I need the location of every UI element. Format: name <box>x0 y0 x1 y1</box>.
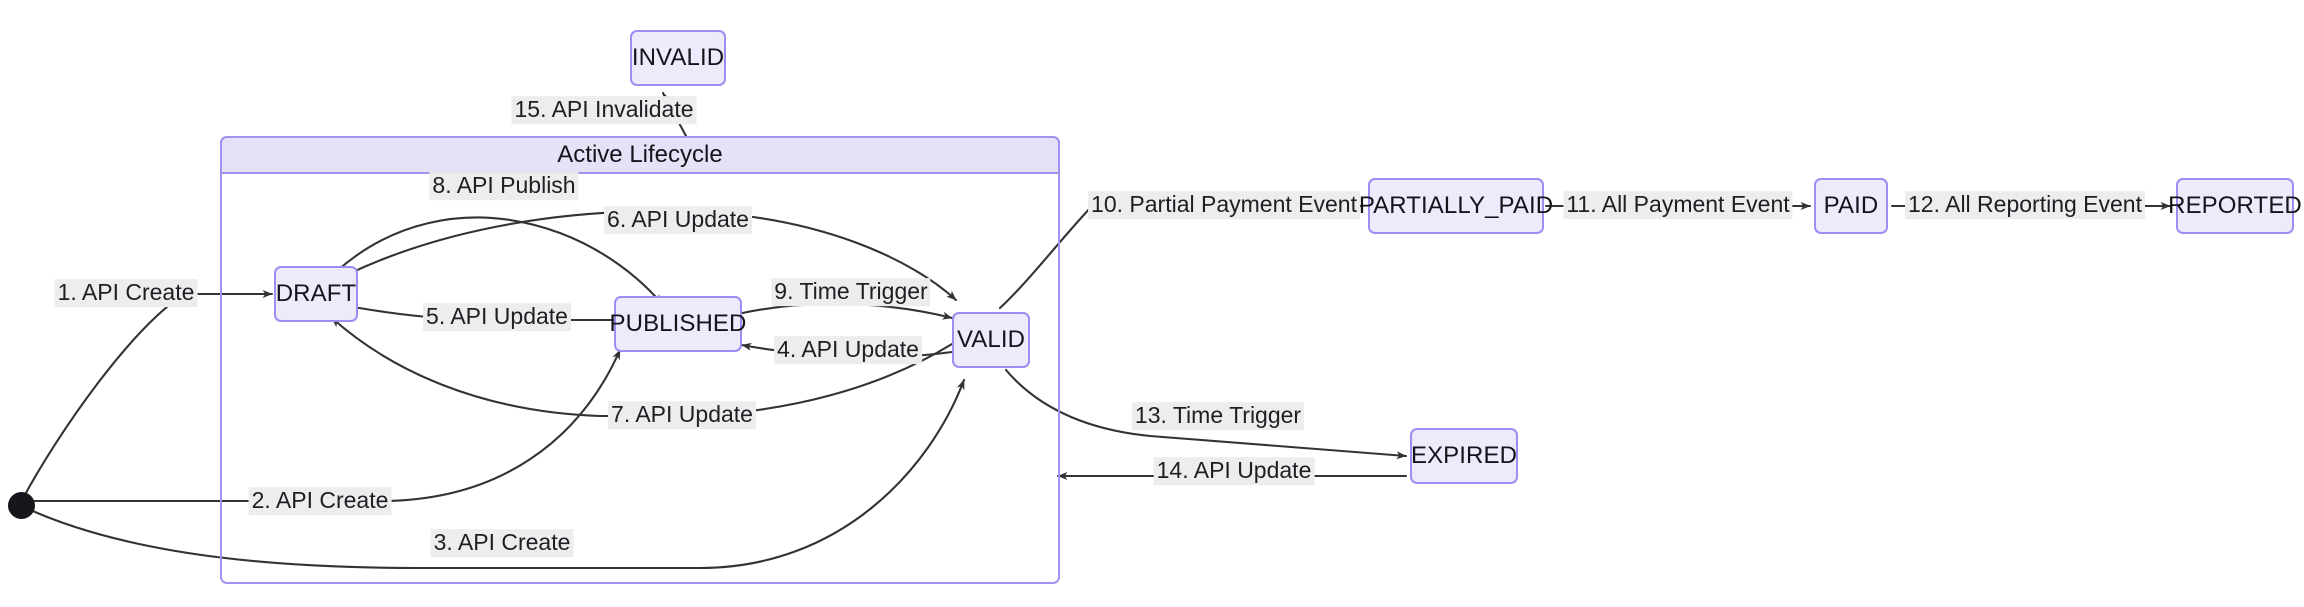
state-node-published-label: PUBLISHED <box>609 310 747 337</box>
state-node-reported-label: REPORTED <box>2168 192 2302 219</box>
edge-2 <box>24 348 622 503</box>
state-node-partially-paid-label: PARTIALLY_PAID <box>1358 192 1554 219</box>
edge-label-10: 10. Partial Payment Event <box>1088 191 1360 219</box>
edge-label-5: 5. API Update <box>423 303 571 331</box>
edge-label-6: 6. API Update <box>604 206 752 234</box>
edge-label-2: 2. API Create <box>248 487 392 515</box>
composite-state-active-lifecycle[interactable] <box>220 136 1060 584</box>
state-node-published[interactable]: PUBLISHED <box>610 296 746 352</box>
state-node-expired-label: EXPIRED <box>1410 442 1518 469</box>
composite-state-active-lifecycle-label: Active Lifecycle <box>220 136 1060 174</box>
edge-8 <box>314 216 664 306</box>
edge-label-8: 8. API Publish <box>429 172 579 200</box>
edge-7 <box>330 316 954 418</box>
edge-label-4: 4. API Update <box>774 336 922 364</box>
state-node-paid-label: PAID <box>1823 192 1879 219</box>
state-node-invalid[interactable]: INVALID <box>630 30 726 86</box>
edge-label-1: 1. API Create <box>54 279 198 307</box>
state-node-partially-paid[interactable]: PARTIALLY_PAID <box>1359 178 1553 234</box>
edge-label-11: 11. All Payment Event <box>1563 191 1793 219</box>
edge-label-9: 9. Time Trigger <box>771 278 931 306</box>
state-node-draft-label: DRAFT <box>275 280 357 307</box>
edge-3 <box>24 378 966 570</box>
state-node-valid[interactable]: VALID <box>952 312 1030 368</box>
state-node-invalid-label: INVALID <box>631 44 725 71</box>
state-node-paid[interactable]: PAID <box>1814 178 1888 234</box>
edge-label-7: 7. API Update <box>608 401 756 429</box>
start-state-node[interactable] <box>8 492 35 519</box>
state-node-expired[interactable]: EXPIRED <box>1410 428 1518 484</box>
edge-label-15: 15. API Invalidate <box>511 96 697 124</box>
edge-label-3: 3. API Create <box>430 529 574 557</box>
edge-label-13: 13. Time Trigger <box>1131 402 1305 430</box>
edge-13 <box>1004 368 1408 460</box>
edge-10 <box>998 202 1364 310</box>
state-node-reported[interactable]: REPORTED <box>2168 178 2302 234</box>
edge-label-14: 14. API Update <box>1153 457 1315 485</box>
state-node-valid-label: VALID <box>956 326 1026 353</box>
edge-label-12: 12. All Reporting Event <box>1905 191 2145 219</box>
state-node-draft[interactable]: DRAFT <box>274 266 358 322</box>
